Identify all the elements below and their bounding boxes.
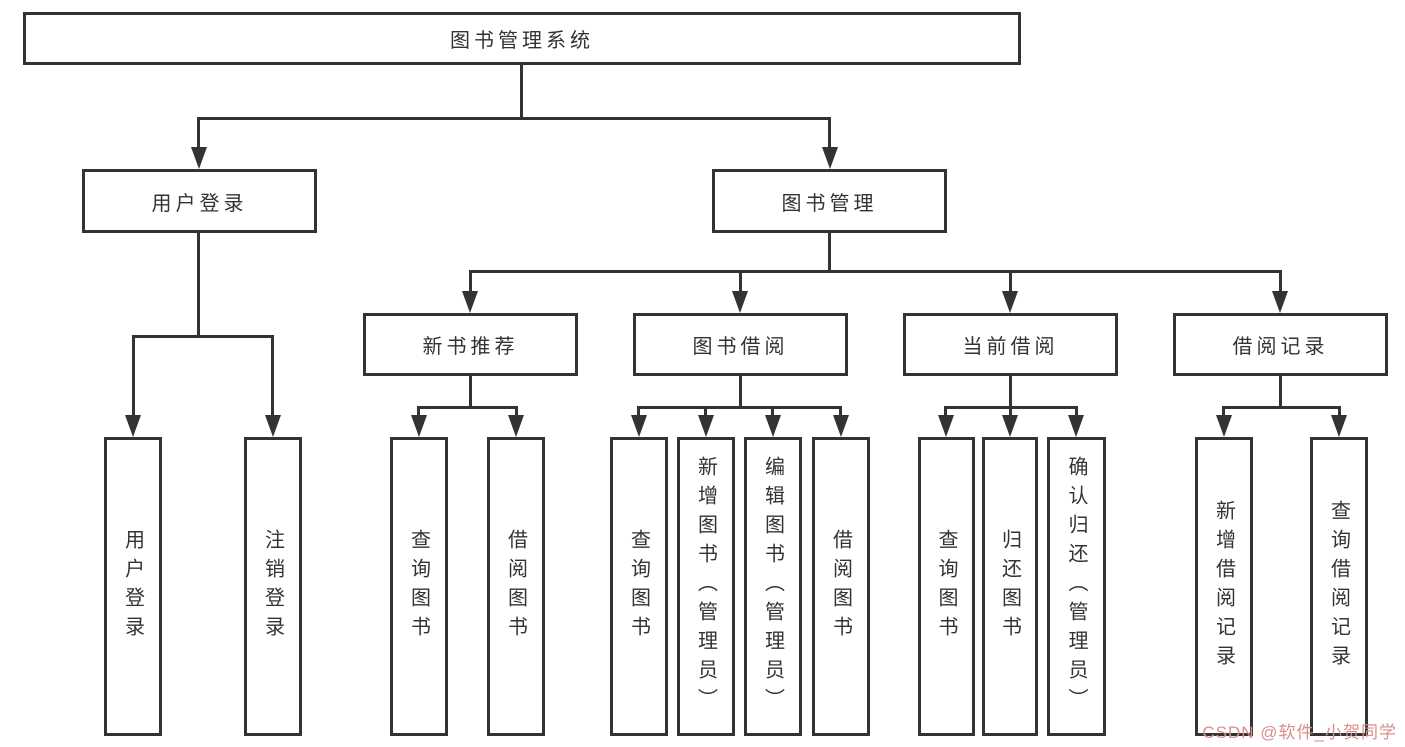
arrowhead-edit-book xyxy=(765,415,781,437)
connector-user-login-bar xyxy=(132,335,274,338)
connector-drop-new-book-rec xyxy=(469,270,472,294)
connector-drop-add-record xyxy=(1222,406,1225,418)
connector-new-book-rec-bar xyxy=(417,406,518,409)
leaf-query-book-under-recommend: 查询图书 xyxy=(390,437,448,736)
node-current-borrowing: 当前借阅 xyxy=(903,313,1118,376)
leaf-query-book-under-current: 查询图书 xyxy=(918,437,975,736)
connector-borrow-records-stem xyxy=(1279,376,1282,409)
arrowhead-confirm-return xyxy=(1068,415,1084,437)
connector-drop-return-book xyxy=(1009,406,1012,418)
arrowhead-query-record xyxy=(1331,415,1347,437)
connector-new-book-rec-stem xyxy=(469,376,472,409)
connector-drop-query-book-1 xyxy=(417,406,420,418)
connector-drop-query-book-3 xyxy=(944,406,947,418)
connector-drop-book-borrow xyxy=(739,270,742,294)
arrowhead-leaf-user-login xyxy=(125,415,141,437)
connector-drop-query-book-2 xyxy=(637,406,640,418)
leaf-user-login: 用户登录 xyxy=(104,437,162,736)
connector-book-borrow-stem xyxy=(739,376,742,409)
leaf-return-book: 归还图书 xyxy=(982,437,1038,736)
arrowhead-query-book-1 xyxy=(411,415,427,437)
node-book-management: 图书管理 xyxy=(712,169,947,233)
csdn-watermark: CSDN @软件_小贺同学 xyxy=(1202,723,1397,742)
connector-current-borrow-stem xyxy=(1009,376,1012,409)
connector-level3-bar xyxy=(469,270,1282,273)
leaf-confirm-return-admin: 确认归还（管理员） xyxy=(1047,437,1106,736)
arrowhead-new-book-rec xyxy=(462,291,478,313)
arrowhead-current-borrow xyxy=(1002,291,1018,313)
leaf-query-borrow-record: 查询借阅记录 xyxy=(1310,437,1368,736)
connector-drop-query-record xyxy=(1338,406,1341,418)
arrowhead-query-book-3 xyxy=(938,415,954,437)
connector-drop-leaf-logout xyxy=(271,335,274,418)
arrowhead-add-book xyxy=(698,415,714,437)
connector-drop-borrow-book-1 xyxy=(515,406,518,418)
connector-drop-add-book xyxy=(704,406,707,418)
connector-drop-borrow-records xyxy=(1279,270,1282,294)
arrowhead-book-mgmt xyxy=(822,147,838,169)
connector-drop-book-mgmt xyxy=(828,117,831,150)
connector-book-mgmt-stem xyxy=(828,233,831,273)
node-book-borrowing: 图书借阅 xyxy=(633,313,848,376)
connector-drop-confirm-return xyxy=(1075,406,1078,418)
node-new-book-recommend: 新书推荐 xyxy=(363,313,578,376)
connector-user-login-stem xyxy=(197,233,200,338)
arrowhead-borrow-records xyxy=(1272,291,1288,313)
node-borrow-records: 借阅记录 xyxy=(1173,313,1388,376)
arrowhead-return-book xyxy=(1002,415,1018,437)
leaf-borrow-book-under-recommend: 借阅图书 xyxy=(487,437,545,736)
arrowhead-add-record xyxy=(1216,415,1232,437)
connector-drop-edit-book xyxy=(771,406,774,418)
connector-borrow-records-bar xyxy=(1222,406,1341,409)
arrowhead-borrow-book-1 xyxy=(508,415,524,437)
leaf-edit-book-admin: 编辑图书（管理员） xyxy=(744,437,802,736)
leaf-add-borrow-record: 新增借阅记录 xyxy=(1195,437,1253,736)
leaf-logout: 注销登录 xyxy=(244,437,302,736)
arrowhead-borrow-book-2 xyxy=(833,415,849,437)
connector-book-borrow-bar xyxy=(637,406,842,409)
leaf-add-book-admin: 新增图书（管理员） xyxy=(677,437,735,736)
connector-level1-bar xyxy=(197,117,831,120)
node-user-login: 用户登录 xyxy=(82,169,317,233)
arrowhead-leaf-logout xyxy=(265,415,281,437)
arrowhead-book-borrow xyxy=(732,291,748,313)
connector-drop-borrow-book-2 xyxy=(839,406,842,418)
connector-root-stem xyxy=(520,65,523,120)
connector-drop-user-login xyxy=(197,117,200,150)
connector-drop-current-borrow xyxy=(1009,270,1012,294)
node-root-library-system: 图书管理系统 xyxy=(23,12,1021,65)
leaf-borrow-book-under-borrowing: 借阅图书 xyxy=(812,437,870,736)
arrowhead-query-book-2 xyxy=(631,415,647,437)
leaf-query-book-under-borrowing: 查询图书 xyxy=(610,437,668,736)
arrowhead-user-login xyxy=(191,147,207,169)
connector-drop-leaf-user-login xyxy=(132,335,135,418)
